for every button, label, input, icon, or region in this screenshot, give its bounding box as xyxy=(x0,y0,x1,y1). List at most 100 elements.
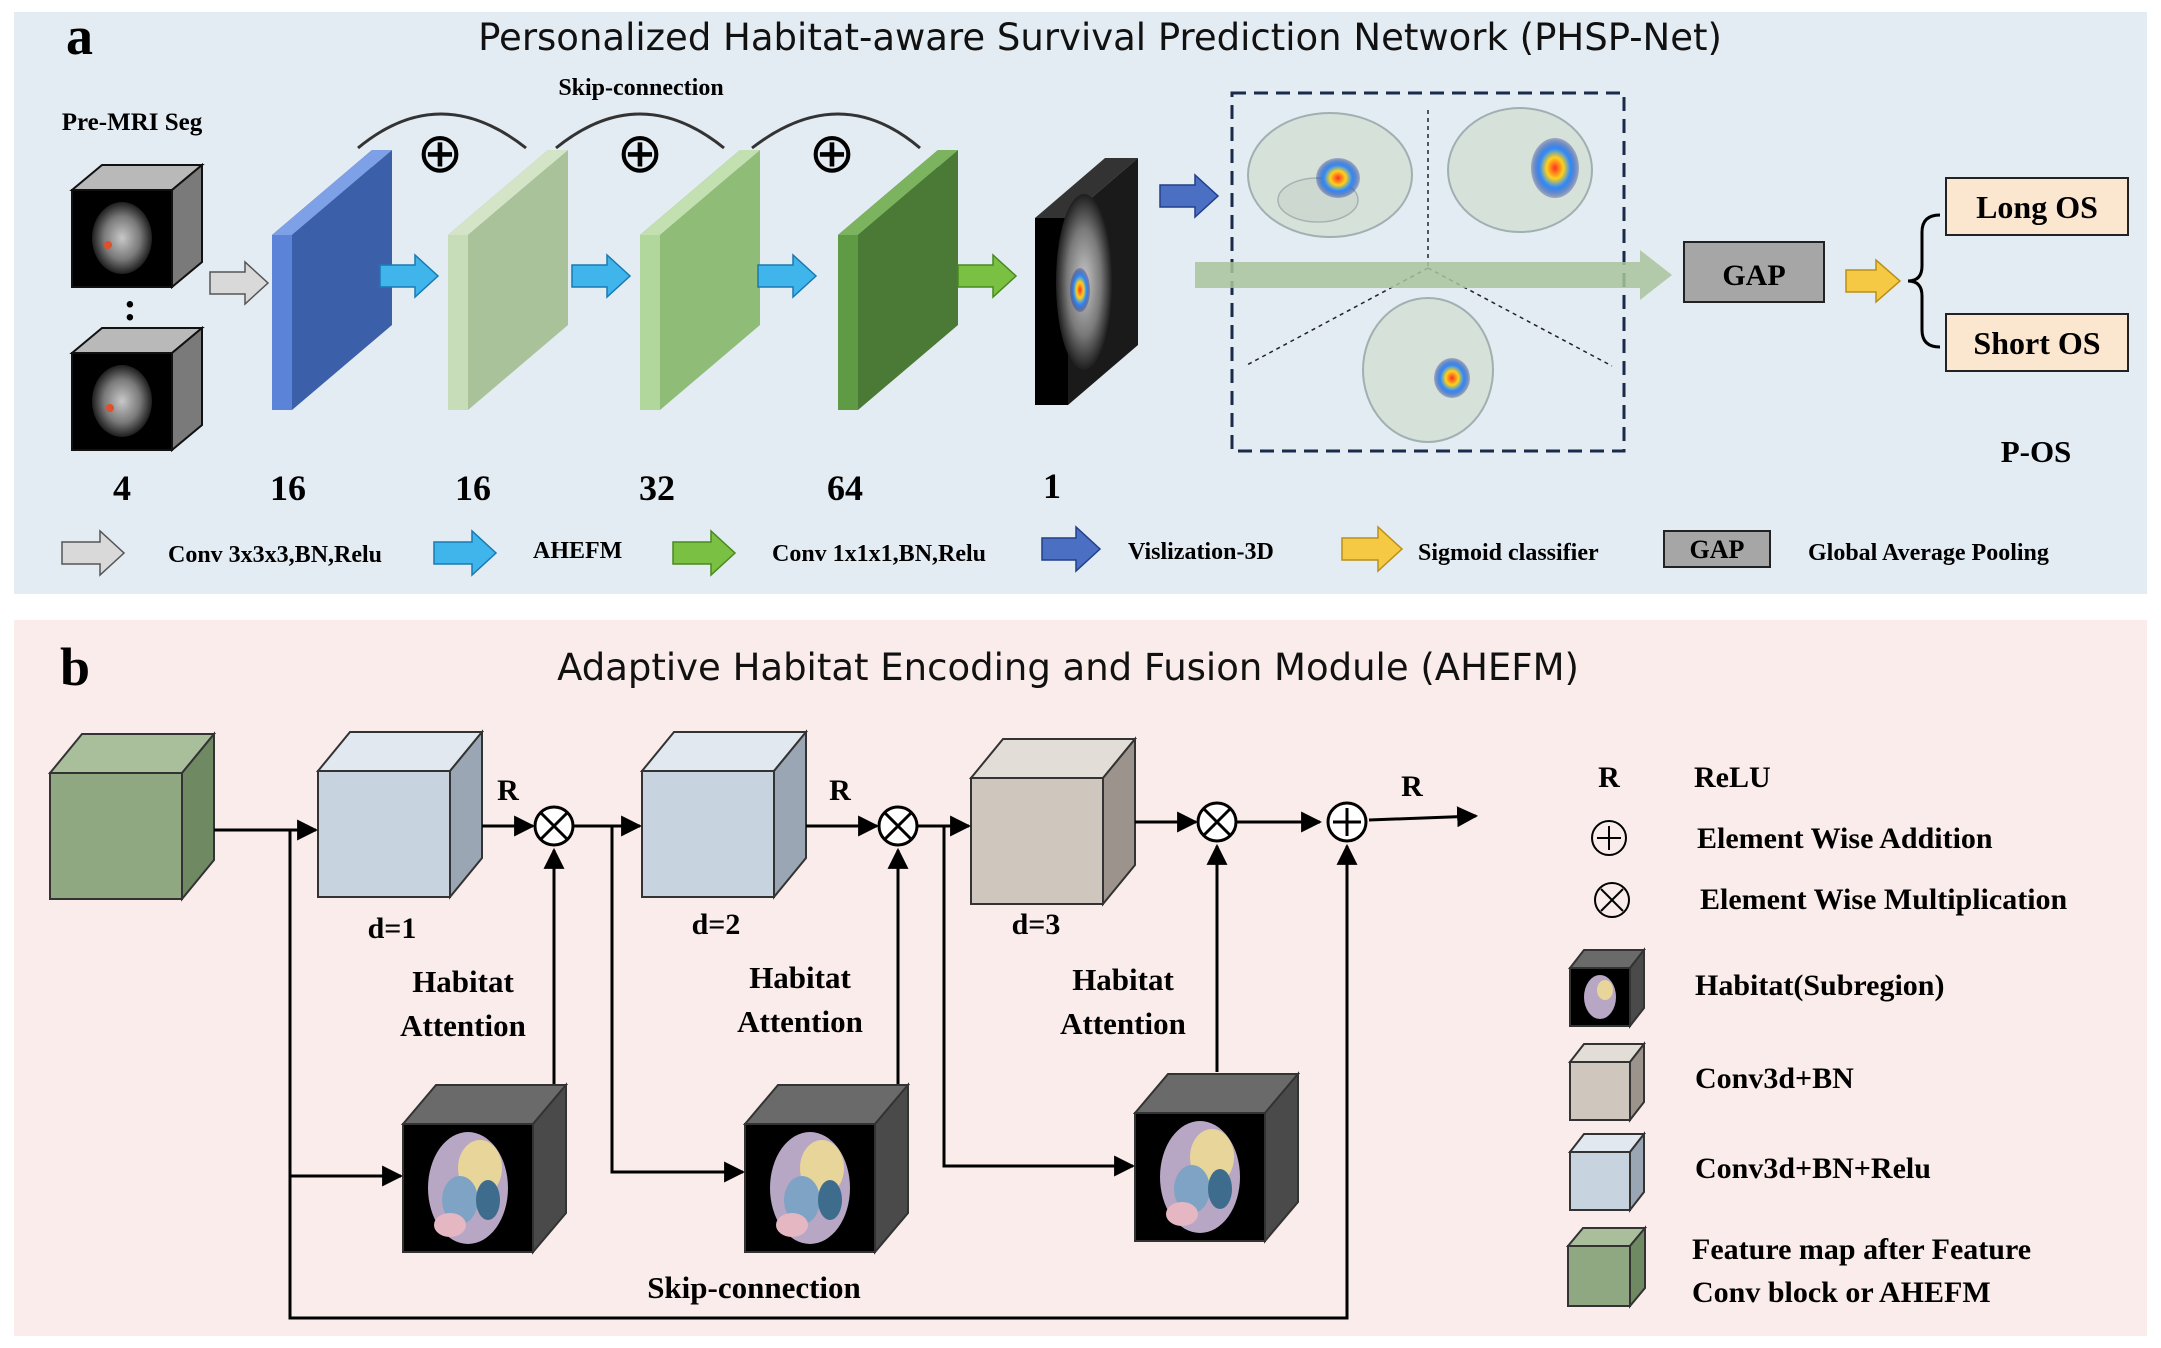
skip-to-habitat-3 xyxy=(942,826,1136,1177)
channel-16-b: 16 xyxy=(455,468,491,508)
ahefm-arrow-3 xyxy=(757,253,818,299)
conv-cube-d3 xyxy=(968,736,1138,907)
habitat-attention-3-line1: Habitat xyxy=(1072,962,1174,997)
brain-3d-view-2 xyxy=(1447,107,1593,233)
dilation-d3: d=3 xyxy=(1012,908,1061,941)
long-skip-connection xyxy=(288,843,1358,1320)
flow-output xyxy=(1368,806,1479,828)
habitat-attention-2-line1: Habitat xyxy=(749,960,851,995)
habitat-cube-2 xyxy=(742,1082,911,1255)
long-os-label: Long OS xyxy=(1976,189,2098,225)
legend-conv-bn-icon xyxy=(1567,1041,1647,1123)
channel-32: 32 xyxy=(639,468,675,508)
panel-b-title: Adaptive Habitat Encoding and Fusion Mod… xyxy=(557,646,1579,689)
input-mri-cube-top xyxy=(69,162,205,290)
skip-arc-1 xyxy=(357,112,527,150)
output-mri-slice xyxy=(1035,158,1138,405)
short-os-box xyxy=(1945,313,2129,372)
relu-mark-1: R xyxy=(497,774,519,807)
add-op xyxy=(1326,801,1368,843)
skip-plus-1: ⊕ xyxy=(417,121,464,186)
feature-block-3 xyxy=(640,150,760,410)
legend-vis-text: Vislization-3D xyxy=(1128,539,1274,565)
legend-relu-symbol: R xyxy=(1598,761,1620,794)
panel-a-title: Personalized Habitat-aware Survival Pred… xyxy=(478,16,1722,59)
multiply-op-3 xyxy=(1196,801,1238,843)
channel-1: 1 xyxy=(1043,466,1061,506)
gap-box xyxy=(1683,241,1825,303)
long-os-box xyxy=(1945,177,2129,236)
sigmoid-arrow xyxy=(1845,258,1902,304)
legend-conv3-text: Conv 3x3x3,BN,Relu xyxy=(168,542,382,568)
legend-multiply-icon xyxy=(1594,882,1630,918)
habitat-cube-3 xyxy=(1132,1071,1301,1244)
input-ellipsis: : xyxy=(123,284,136,329)
dilation-d2: d=2 xyxy=(692,908,741,941)
ahefm-arrow-1 xyxy=(379,253,440,299)
skip-to-habitat-2 xyxy=(610,826,746,1183)
input-mri-cube-bottom xyxy=(69,325,205,453)
legend-add-icon xyxy=(1591,820,1627,856)
panel-a-letter: a xyxy=(66,6,93,66)
vis-flow-arrow xyxy=(1195,250,1672,300)
skip-plus-2: ⊕ xyxy=(617,121,664,186)
conv3-arrow xyxy=(209,260,270,306)
skip-arc-2 xyxy=(555,112,725,150)
conv1-arrow xyxy=(957,253,1018,299)
habitat-attention-1-line2: Attention xyxy=(400,1008,526,1043)
legend-habitat-icon xyxy=(1567,947,1647,1029)
legend-relu-text: ReLU xyxy=(1694,761,1771,794)
relu-mark-2: R xyxy=(829,774,851,807)
legend-conv-bn-text: Conv3d+BN xyxy=(1695,1062,1854,1095)
legend-gap-text: Global Average Pooling xyxy=(1808,540,2049,566)
conv-cube-d2 xyxy=(639,729,809,900)
relu-mark-3: R xyxy=(1401,770,1423,803)
legend-conv1-text: Conv 1x1x1,BN,Relu xyxy=(772,541,986,567)
habitat-cube-1 xyxy=(400,1082,569,1255)
input-feature-cube xyxy=(47,731,217,902)
vis-arrow xyxy=(1159,173,1220,219)
input-label: Pre-MRI Seg xyxy=(62,109,203,136)
legend-add-text: Element Wise Addition xyxy=(1697,822,1993,855)
channel-4: 4 xyxy=(113,468,131,508)
habitat-attention-2-line2: Attention xyxy=(737,1004,863,1039)
short-os-label: Short OS xyxy=(1973,325,2100,361)
habitat-attention-3-line2: Attention xyxy=(1060,1006,1186,1041)
brain-3d-view-3 xyxy=(1362,297,1494,443)
channel-64: 64 xyxy=(827,468,863,508)
legend-sigmoid-text: Sigmoid classifier xyxy=(1418,540,1599,566)
feature-block-1 xyxy=(272,150,392,410)
legend-feature-text-line1: Feature map after Feature xyxy=(1692,1233,2031,1266)
channel-16-a: 16 xyxy=(270,468,306,508)
legend-gap-box-label: GAP xyxy=(1690,535,1745,564)
conv-cube-d1 xyxy=(315,729,485,900)
feature-block-4 xyxy=(838,150,958,410)
legend-ahefm-text: AHEFM xyxy=(533,538,622,564)
skip-plus-3: ⊕ xyxy=(809,121,856,186)
skip-connection-label-a: Skip-connection xyxy=(558,75,723,101)
legend-conv3-arrow xyxy=(61,529,126,577)
skip-arc-3 xyxy=(751,112,921,150)
legend-conv-bn-relu-icon xyxy=(1567,1131,1647,1213)
output-bracket xyxy=(1907,213,1941,349)
legend-habitat-text: Habitat(Subregion) xyxy=(1695,969,1944,1002)
p-os-label: P-OS xyxy=(2001,434,2072,469)
gap-label: GAP xyxy=(1722,259,1785,292)
legend-conv-bn-relu-text: Conv3d+BN+Relu xyxy=(1695,1152,1931,1185)
skip-connection-label-b: Skip-connection xyxy=(647,1270,861,1305)
legend-feature-text-line2: Conv block or AHEFM xyxy=(1692,1276,1991,1309)
legend-gap-box xyxy=(1663,530,1771,568)
legend-feature-map-icon xyxy=(1565,1225,1648,1309)
panel-b-letter: b xyxy=(60,637,90,697)
legend-multiply-text: Element Wise Multiplication xyxy=(1700,883,2068,916)
dilation-d1: d=1 xyxy=(368,912,417,945)
multiply-op-2 xyxy=(877,805,919,847)
brain-3d-view-1 xyxy=(1247,112,1413,238)
ahefm-arrow-2 xyxy=(571,253,632,299)
legend-sigmoid-arrow xyxy=(1341,525,1404,573)
habitat-attention-1-line1: Habitat xyxy=(412,964,514,999)
multiply-op-1 xyxy=(533,805,575,847)
legend-ahefm-arrow xyxy=(433,529,498,577)
legend-vis-arrow xyxy=(1041,525,1102,573)
